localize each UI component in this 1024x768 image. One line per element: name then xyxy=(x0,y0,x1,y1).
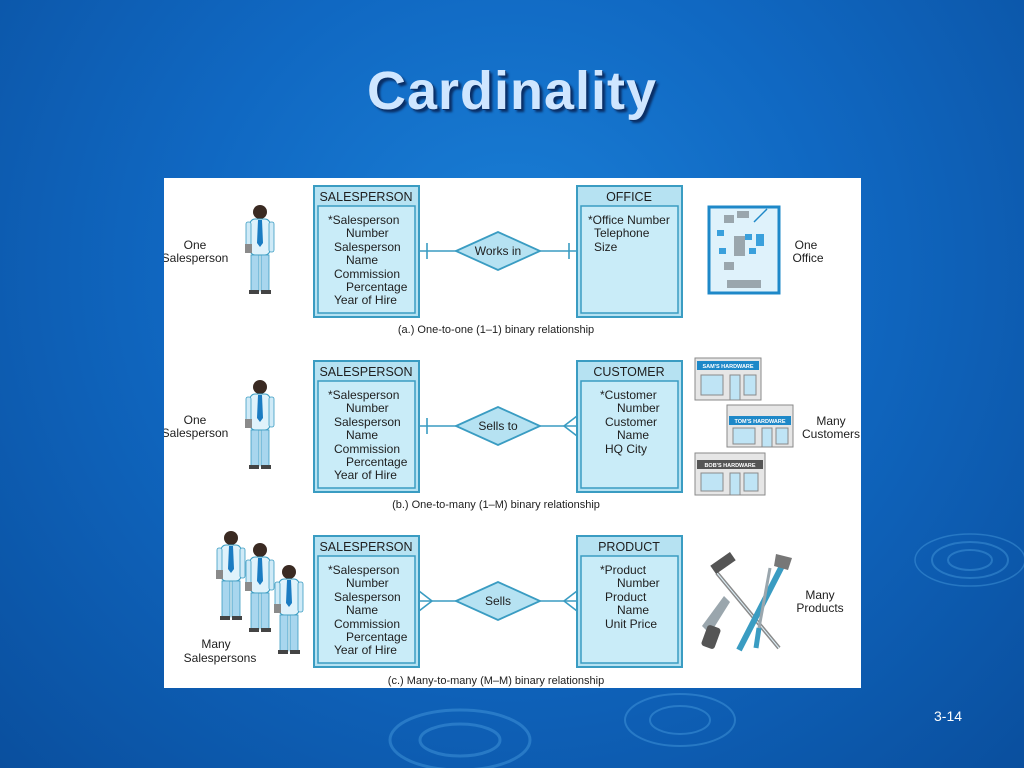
ripple-bottom xyxy=(388,693,736,768)
entity-title: SALESPERSON xyxy=(319,540,412,554)
attribute: Salesperson xyxy=(334,240,401,254)
attribute: Number xyxy=(346,226,389,240)
diagram-one-to-one: One Salesperson SALESPERSON *Salesperson… xyxy=(164,185,824,336)
attribute: Year of Hire xyxy=(334,468,397,482)
diagram-many-to-many: Many Salespersons SALESPERSON *Salespers… xyxy=(184,530,844,687)
slide-number: 3-14 xyxy=(934,708,963,724)
right-label-line1: Many xyxy=(816,414,845,428)
attribute: Name xyxy=(617,603,649,617)
relationship-label: Sells xyxy=(485,594,511,608)
customer-entity: CUSTOMER *Customer Number Customer Name … xyxy=(576,360,683,493)
attribute: Percentage xyxy=(346,455,408,469)
diagram-caption: (b.) One-to-many (1–M) binary relationsh… xyxy=(392,499,600,511)
attribute: Product xyxy=(605,590,647,604)
left-label-line2: Salesperson xyxy=(164,426,228,440)
attribute: *Salesperson xyxy=(328,213,399,227)
entity-title: CUSTOMER xyxy=(593,365,664,379)
slide-title: Cardinality xyxy=(366,61,658,121)
attribute: Number xyxy=(346,401,389,415)
attribute: *Office Number xyxy=(588,213,670,227)
attribute: Salesperson xyxy=(334,415,401,429)
attribute: Name xyxy=(346,603,378,617)
right-label-line2: Products xyxy=(796,601,843,615)
attribute: HQ City xyxy=(605,442,647,456)
right-label-line2: Customers xyxy=(802,427,860,441)
left-label-line1: One xyxy=(184,413,207,427)
attribute: *Product xyxy=(600,563,647,577)
attribute: *Customer xyxy=(600,388,657,402)
store-icon: BOB'S HARDWARE xyxy=(694,452,766,496)
salespersons-group-icon xyxy=(215,530,304,655)
office-entity: OFFICE *Office Number Telephone Size xyxy=(576,185,683,318)
entity-title: OFFICE xyxy=(606,190,652,204)
attribute: Number xyxy=(346,576,389,590)
attribute: Commission xyxy=(334,617,400,631)
attribute: Name xyxy=(346,253,378,267)
diagram-one-to-many: One Salesperson SALESPERSON *Salesperson… xyxy=(164,357,860,511)
salesperson-figure-icon xyxy=(244,379,275,470)
store-sign: SAM'S HARDWARE xyxy=(702,364,753,370)
attribute: Size xyxy=(594,240,618,254)
attribute: Name xyxy=(346,428,378,442)
left-label-line1: One xyxy=(184,238,207,252)
relationship-label: Sells to xyxy=(478,419,518,433)
product-entity: PRODUCT *Product Number Product Name Uni… xyxy=(576,535,683,668)
entity-title: PRODUCT xyxy=(598,540,660,554)
diagram-caption: (a.) One-to-one (1–1) binary relationshi… xyxy=(398,324,594,336)
right-label-line2: Office xyxy=(792,251,823,265)
attribute: *Salesperson xyxy=(328,388,399,402)
attribute: *Salesperson xyxy=(328,563,399,577)
store-icon: TOM'S HARDWARE xyxy=(726,404,794,448)
attribute: Year of Hire xyxy=(334,293,397,307)
attribute: Telephone xyxy=(594,226,650,240)
figure-panel: One Salesperson SALESPERSON *Salesperson… xyxy=(164,178,861,688)
salesperson-entity: SALESPERSON *Salesperson Number Salesper… xyxy=(313,360,420,493)
left-label-line1: Many xyxy=(201,637,230,651)
attribute: Unit Price xyxy=(605,617,657,631)
attribute: Percentage xyxy=(346,630,408,644)
entity-title: SALESPERSON xyxy=(319,365,412,379)
ripple-right xyxy=(914,533,1024,587)
salesperson-entity: SALESPERSON *Salesperson Number Salesper… xyxy=(313,185,420,318)
attribute: Name xyxy=(617,428,649,442)
salesperson-figure-icon xyxy=(244,204,275,295)
salesperson-entity: SALESPERSON *Salesperson Number Salesper… xyxy=(313,535,420,668)
attribute: Commission xyxy=(334,442,400,456)
attribute: Percentage xyxy=(346,280,408,294)
right-label-line1: Many xyxy=(805,588,834,602)
tools-icon xyxy=(701,552,792,652)
attribute: Year of Hire xyxy=(334,643,397,657)
attribute: Salesperson xyxy=(334,590,401,604)
diagram-caption: (c.) Many-to-many (M–M) binary relations… xyxy=(388,675,604,687)
attribute: Number xyxy=(617,576,660,590)
left-label-line2: Salespersons xyxy=(184,651,257,665)
right-label-line1: One xyxy=(795,238,818,252)
attribute: Customer xyxy=(605,415,657,429)
relationship-label: Works in xyxy=(475,244,521,258)
attribute: Commission xyxy=(334,267,400,281)
attribute: Number xyxy=(617,401,660,415)
entity-title: SALESPERSON xyxy=(319,190,412,204)
left-label-line2: Salesperson xyxy=(164,251,228,265)
store-sign: TOM'S HARDWARE xyxy=(734,419,785,425)
office-floorplan-icon xyxy=(707,205,781,295)
store-icon: SAM'S HARDWARE xyxy=(694,357,762,401)
store-sign: BOB'S HARDWARE xyxy=(704,463,755,469)
